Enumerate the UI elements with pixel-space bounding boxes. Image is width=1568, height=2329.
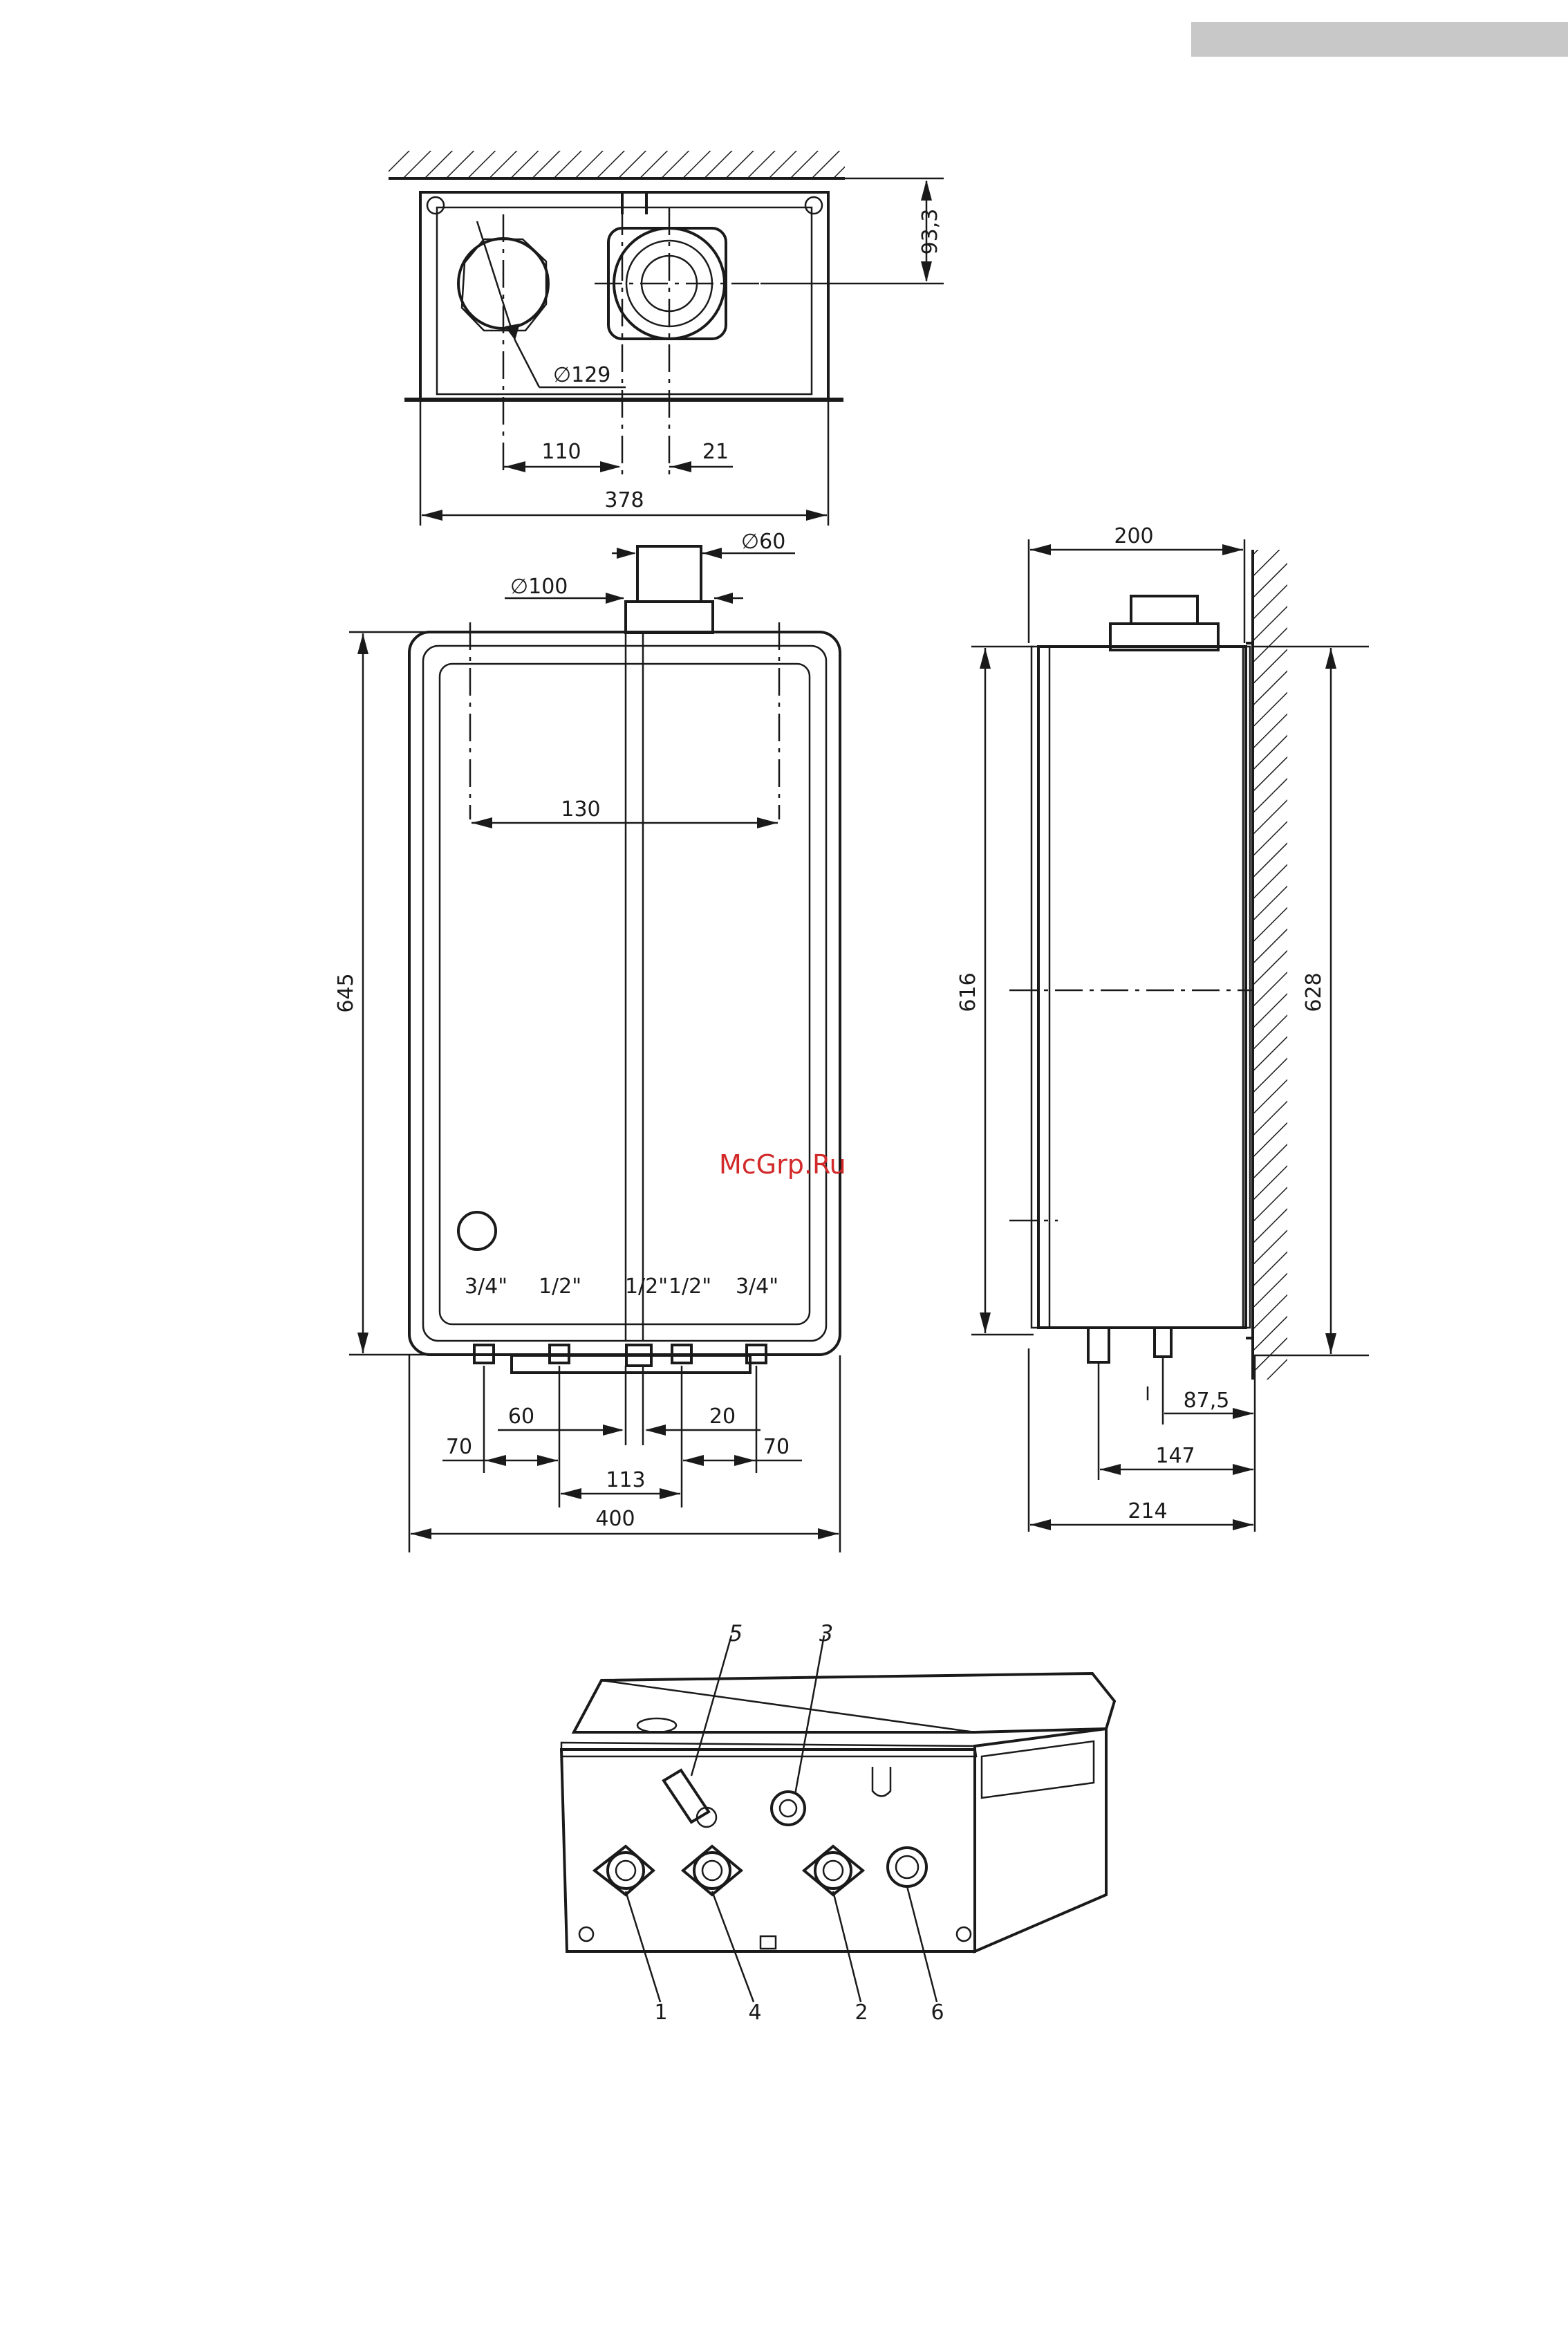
iso-fitting-5 xyxy=(664,1770,716,1827)
iso-fitting-3 xyxy=(772,1792,805,1825)
dim-616: 616 xyxy=(956,972,980,1012)
callout-5: 5 xyxy=(729,1620,743,1646)
top-housing xyxy=(420,192,828,400)
dim-147: 147 xyxy=(1155,1444,1195,1468)
dim-87-5: 87,5 xyxy=(1184,1389,1230,1413)
front-view: ∅100 ∅60 130 645 3/4" 1/2" 1/2" 1/2" 3/4… xyxy=(334,530,840,1552)
iso-lid xyxy=(574,1673,1114,1732)
fitting-label-5: 3/4" xyxy=(736,1274,778,1299)
ceiling-hatch xyxy=(389,151,845,178)
dim-110: 110 xyxy=(541,440,581,464)
iso-fitting-4 xyxy=(683,1846,741,1895)
isometric-view: 5 3 1 4 2 6 xyxy=(561,1620,1114,2025)
fitting-label-1: 3/4" xyxy=(465,1274,507,1299)
callout-4: 4 xyxy=(748,2001,761,2025)
dim-21: 21 xyxy=(702,440,729,464)
fitting-label-4: 1/2" xyxy=(669,1274,711,1299)
iso-front-face xyxy=(561,1750,975,1951)
dim-93-3: 93,3 xyxy=(918,209,942,255)
callout-6: 6 xyxy=(931,2001,944,2025)
iso-fitting-1 xyxy=(595,1846,653,1895)
top-view: 93,3 ∅129 110 21 378 xyxy=(389,151,944,526)
side-view: 200 616 628 87,5 147 214 xyxy=(956,524,1369,1532)
dim-70-right: 70 xyxy=(763,1435,790,1459)
iso-side-face xyxy=(975,1729,1106,1951)
iso-fitting-6 xyxy=(888,1848,926,1886)
callout-3: 3 xyxy=(819,1620,833,1646)
fitting-label-2: 1/2" xyxy=(539,1274,581,1299)
dim-diameter-60: ∅60 xyxy=(741,530,785,554)
dim-378: 378 xyxy=(604,488,644,512)
fitting-label-3: 1/2" xyxy=(625,1274,668,1299)
dim-diameter-129: ∅129 xyxy=(553,363,610,387)
inspection-window xyxy=(458,1212,496,1250)
dim-645: 645 xyxy=(334,973,358,1012)
dim-400: 400 xyxy=(595,1507,635,1531)
dim-628: 628 xyxy=(1302,972,1326,1012)
flue-pipe xyxy=(637,546,701,602)
wall-hatch xyxy=(1253,550,1287,1380)
dim-diameter-100: ∅100 xyxy=(510,575,568,599)
dim-70-left: 70 xyxy=(446,1435,472,1459)
dim-130: 130 xyxy=(561,797,600,822)
iso-fitting-2 xyxy=(804,1846,863,1895)
dim-113: 113 xyxy=(606,1468,645,1492)
callout-2: 2 xyxy=(855,2001,868,2025)
dim-214: 214 xyxy=(1128,1499,1167,1523)
dim-20: 20 xyxy=(709,1404,736,1429)
callout-1: 1 xyxy=(654,2001,667,2025)
dim-60: 60 xyxy=(508,1404,534,1429)
side-body xyxy=(1038,647,1246,1328)
front-body xyxy=(409,632,840,1355)
dim-200: 200 xyxy=(1114,524,1153,548)
watermark: McGrp.Ru xyxy=(719,1149,846,1180)
